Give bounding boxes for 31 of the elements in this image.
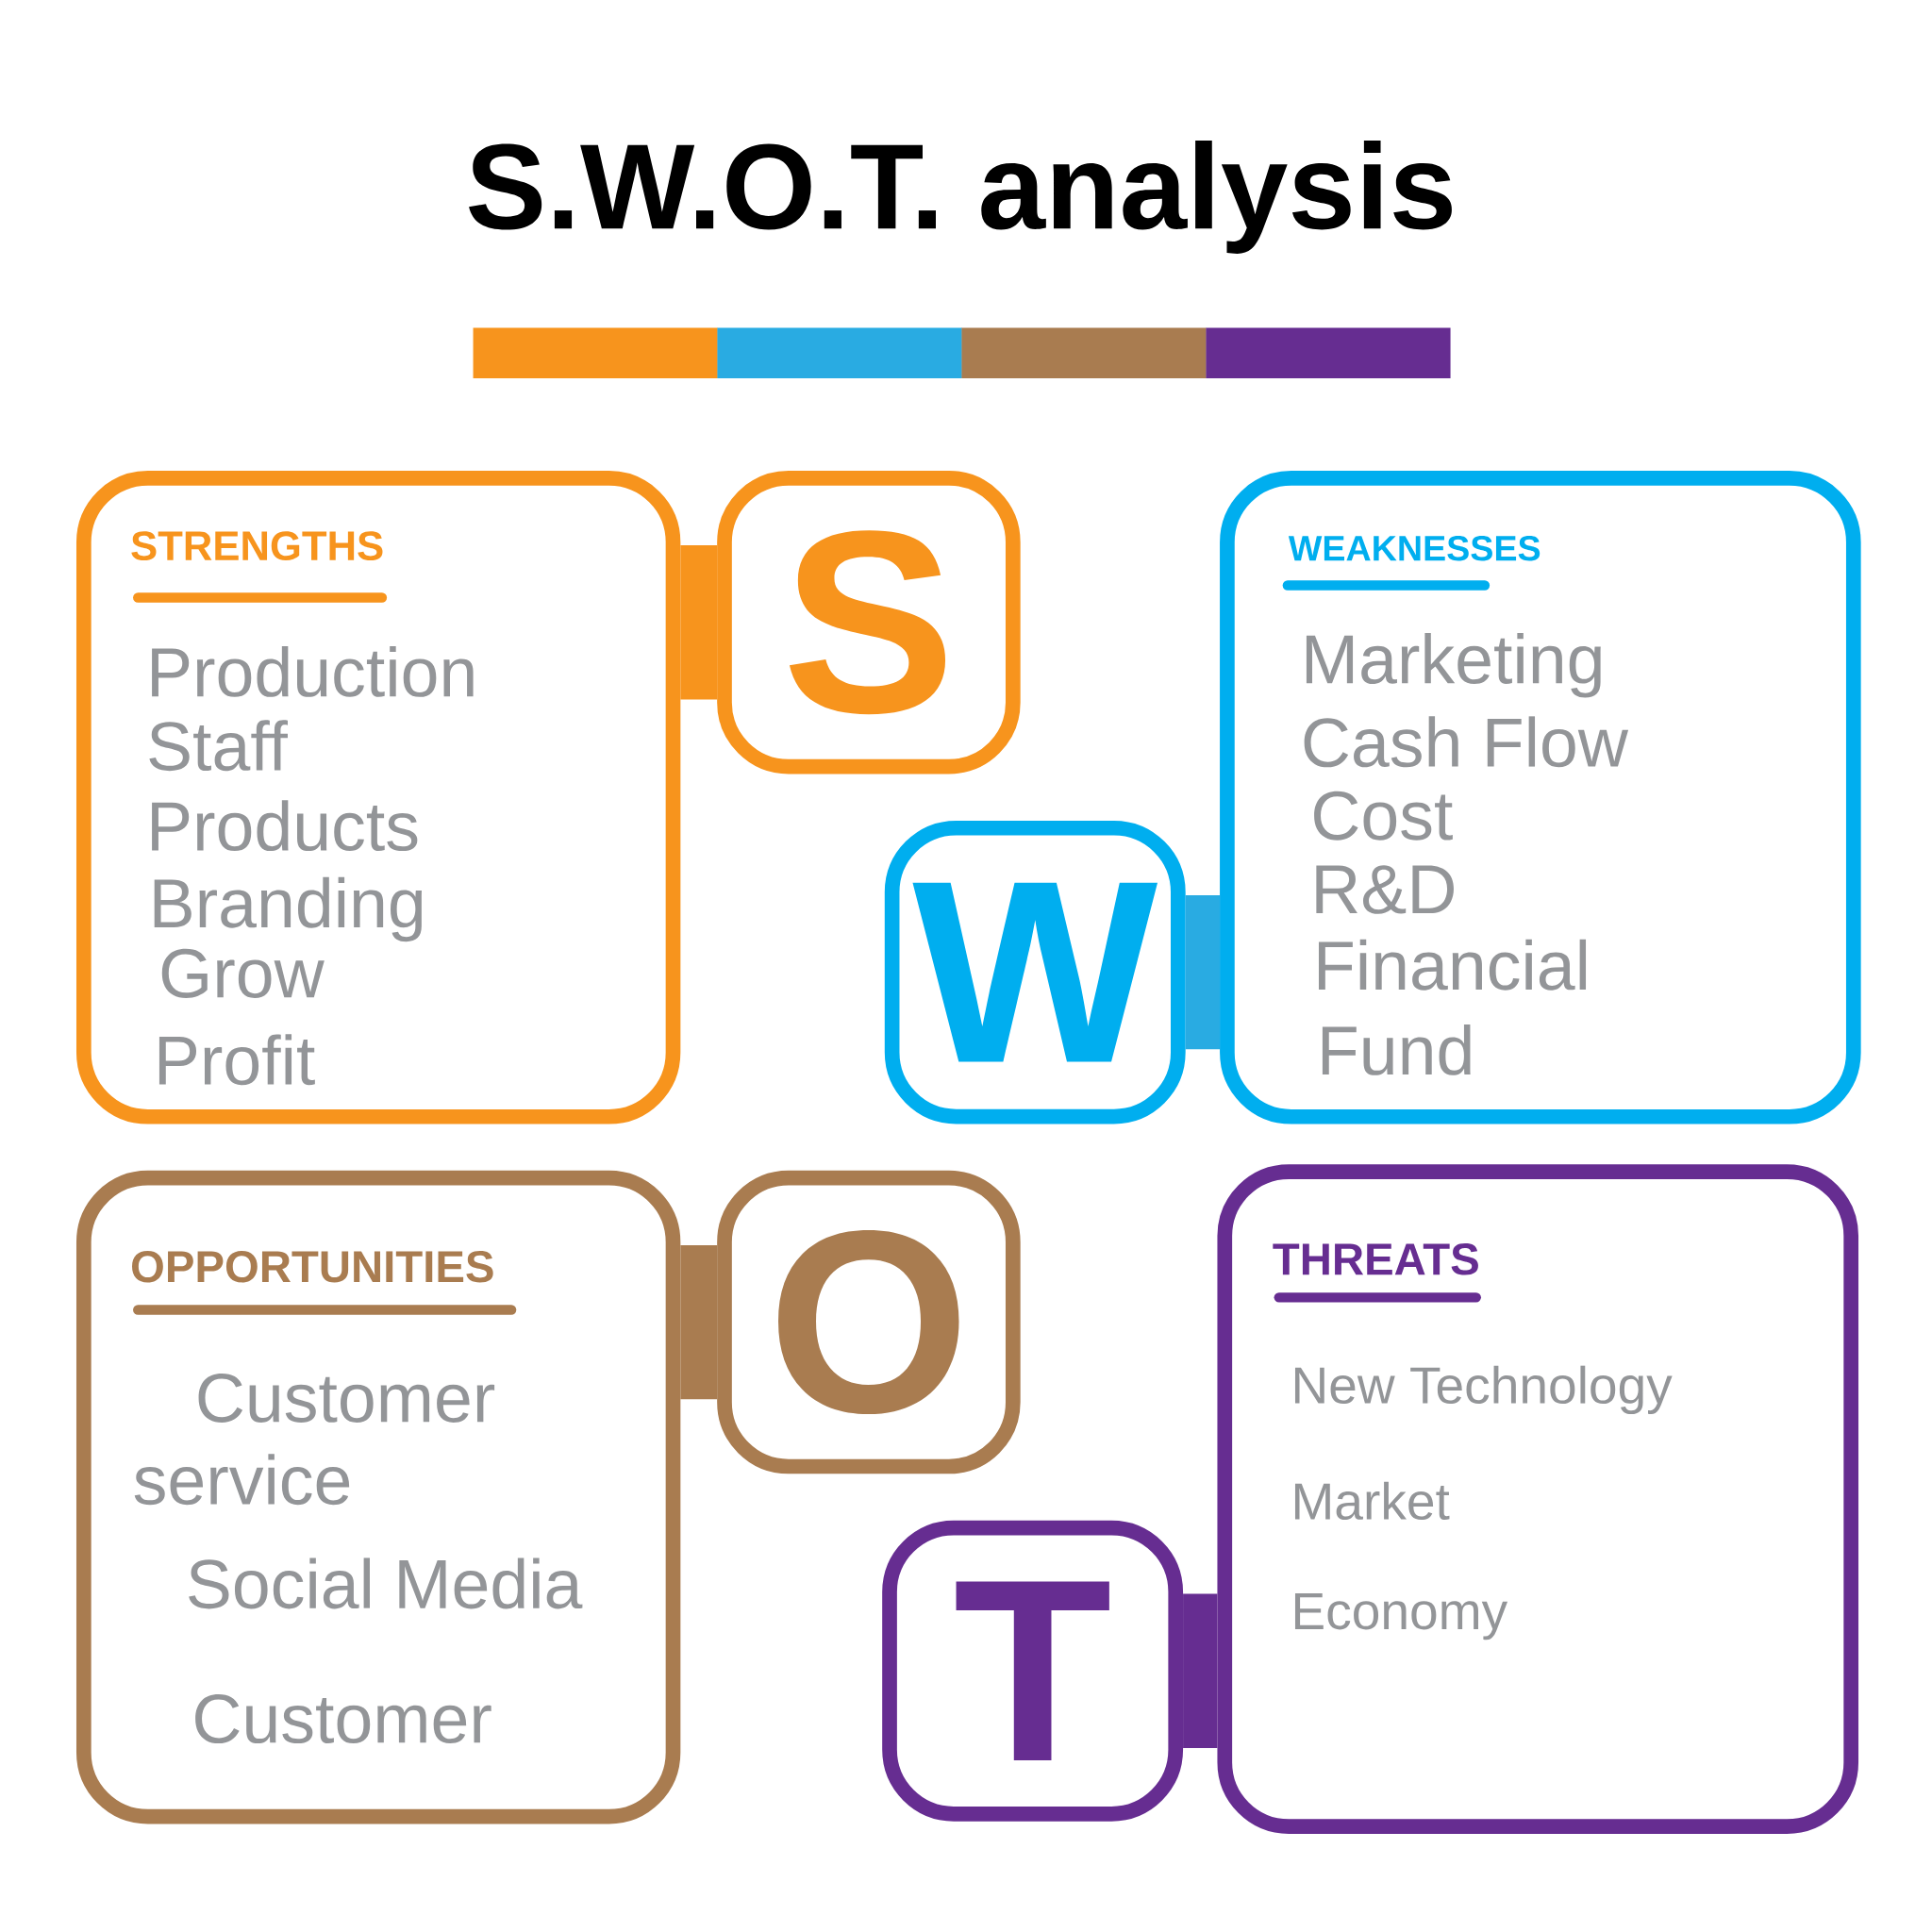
section-heading: THREATS: [1273, 1243, 1478, 1275]
list-item: Products: [152, 800, 418, 852]
list-item: Production: [152, 645, 474, 697]
letter-box: O: [717, 1170, 1021, 1474]
list-item: Market: [1294, 1481, 1450, 1521]
list-item: Customer service: [134, 1373, 495, 1506]
list-item: Economy: [1294, 1593, 1508, 1641]
list-item: New Technology: [1294, 1365, 1673, 1415]
list-item: Cost: [1314, 791, 1453, 841]
letter-box: W: [884, 820, 1186, 1124]
list-item: Profit: [158, 1034, 315, 1086]
letter-box: T: [882, 1520, 1184, 1822]
list-item: Cash Flow: [1304, 716, 1629, 768]
connector-bar: [1185, 894, 1221, 1050]
list-item: Financial: [1319, 939, 1587, 991]
connector-bar: [1183, 1593, 1218, 1748]
list-item: Fund: [1322, 1024, 1471, 1075]
letter-box: S: [717, 470, 1021, 774]
title: S.W.O.T. analysis: [469, 141, 1452, 254]
connector-bar: [680, 1244, 718, 1400]
list-item: Staff: [149, 720, 288, 772]
section-heading: OPPORTUNITIES: [132, 1250, 493, 1283]
list-item: Customer: [195, 1694, 491, 1744]
connector-bar: [680, 545, 718, 700]
list-item: Grow: [161, 948, 325, 998]
list-item: Social Media: [189, 1557, 583, 1609]
list-item: Branding: [154, 876, 423, 942]
section-heading: WEAKNESSES: [1288, 535, 1541, 561]
list-item: Marketing: [1306, 633, 1601, 698]
list-item: R&D: [1316, 865, 1454, 914]
section-heading: STRENGTHS: [131, 531, 383, 561]
